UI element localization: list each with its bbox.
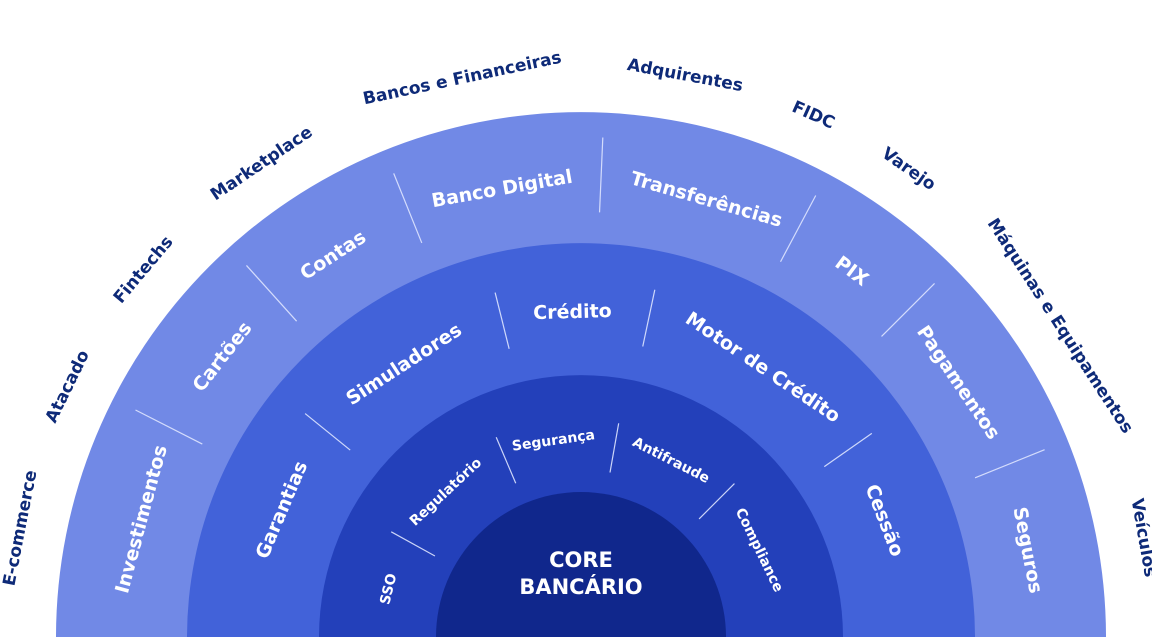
segment-label-adquirentes: Adquirentes [626,55,745,96]
ring1-dividers [135,137,1045,479]
divider [598,137,604,213]
divider [135,409,203,445]
segment-label-marketplace: Marketplace [207,122,316,205]
divider [974,449,1045,479]
segment-label-veiculos: Veículos [1127,497,1152,579]
divider [304,413,351,451]
divider [390,531,436,557]
ring3-dividers [390,423,735,557]
divider [779,195,817,263]
ring3-label-sso: SSO [377,572,400,606]
core-disc [436,492,726,637]
ring2-dividers [304,289,873,468]
divider [609,423,620,473]
segment-label-fidc: FIDC [789,97,838,133]
divider [881,283,935,337]
segment-label-ecommerce: E-commerce [0,469,42,588]
divider [698,483,735,520]
divider [393,173,423,244]
divider [245,265,298,322]
segment-label-atacado: Atacado [42,347,94,426]
segment-label-fintechs: Fintechs [110,232,178,307]
divider [823,432,873,468]
core-label-line1: CORE [549,548,613,572]
core-label-line2: BANCÁRIO [519,574,642,599]
divider [495,437,517,484]
segment-label-bancos-financeiras: Bancos e Financeiras [361,48,563,110]
divider [642,289,656,347]
core-label: CORE BANCÁRIO [519,548,642,599]
ring2-label-credito: Crédito [533,300,612,324]
segment-label-varejo: Varejo [878,144,940,195]
divider [494,292,510,349]
